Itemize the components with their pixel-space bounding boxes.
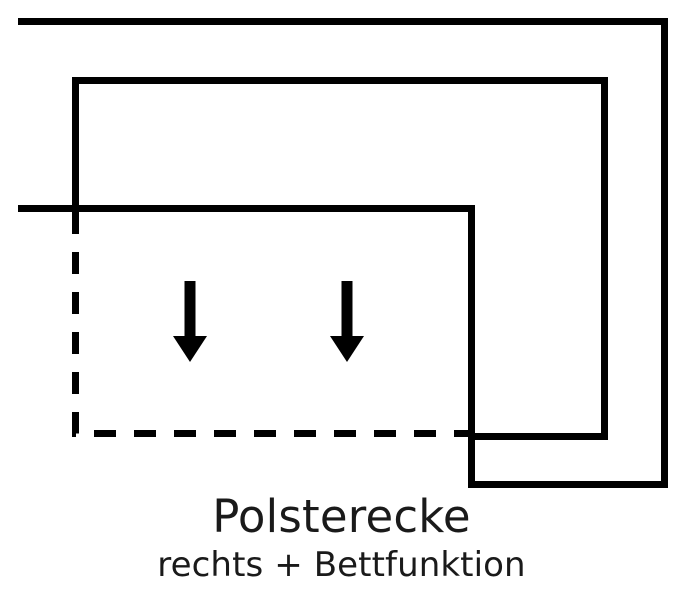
bed-extension-dashed-outline — [72, 212, 468, 437]
caption: Polsterecke rechts + Bettfunktion — [0, 494, 681, 582]
pull-out-arrow-right — [330, 281, 364, 362]
caption-secondary: rechts + Bettfunktion — [157, 545, 526, 585]
sofa-outer-outline — [18, 18, 668, 488]
sofa-seat-outline — [72, 77, 608, 440]
pull-out-arrow-left — [173, 281, 207, 362]
caption-primary: Polsterecke — [212, 490, 471, 543]
